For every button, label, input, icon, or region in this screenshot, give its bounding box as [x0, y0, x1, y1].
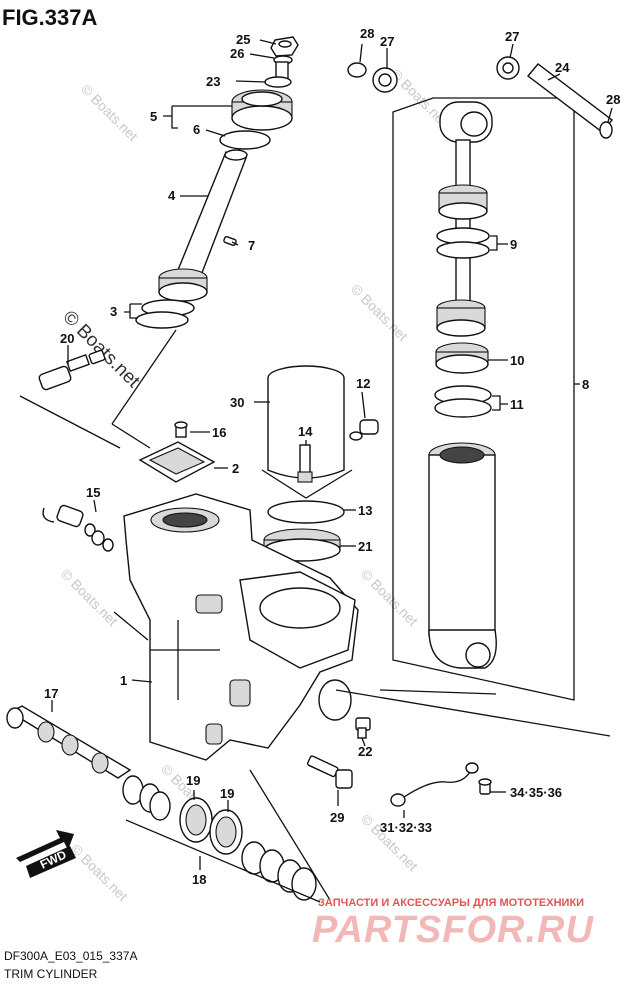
part-oring-6	[219, 130, 271, 150]
watermark: © Boats.net	[58, 566, 121, 629]
callout-20: 20	[60, 331, 74, 346]
watermark: © Boats.net	[348, 281, 411, 344]
part-bolt-14	[297, 444, 313, 483]
callout-29: 29	[330, 810, 344, 825]
watermark-main: © Boats.net	[58, 307, 144, 393]
callout-23: 23	[206, 74, 220, 89]
part-piston	[158, 268, 208, 302]
part-plate-2	[138, 441, 216, 483]
part-gland-5	[231, 89, 293, 131]
assembly-frame-8	[392, 97, 575, 701]
part-nut-25	[270, 36, 299, 57]
part-bushing-27a	[372, 67, 398, 93]
callout-18: 18	[192, 872, 206, 887]
part-valve-15	[42, 504, 114, 552]
part-screw-16	[174, 421, 188, 438]
callout-17: 17	[44, 686, 58, 701]
callout-24: 24	[555, 60, 570, 75]
part-seal-10	[435, 342, 489, 374]
callout-28a: 28	[360, 26, 374, 41]
part-screw-20	[38, 349, 106, 391]
brand-tagline: ЗАПЧАСТИ И АКСЕССУАРЫ ДЛЯ МОТОТЕХНИКИ	[318, 897, 584, 909]
callout-4: 4	[168, 188, 176, 203]
part-rod-4	[177, 149, 248, 279]
part-pin-24	[526, 63, 614, 133]
watermark: © Boats.net	[358, 566, 421, 629]
callout-13: 13	[358, 503, 372, 518]
callout-27b: 27	[505, 29, 519, 44]
part-cable-31-32-33	[390, 762, 479, 807]
part-clip-28b	[599, 121, 613, 139]
callout-26: 26	[230, 46, 244, 61]
callout-27a: 27	[380, 34, 394, 49]
callout-10: 10	[510, 353, 524, 368]
callout-6: 6	[193, 122, 200, 137]
part-reservoir-30	[261, 365, 353, 499]
leader-lines	[19, 39, 613, 903]
part-cylinder	[428, 442, 497, 669]
callout-5: 5	[150, 109, 157, 124]
part-shaft-17	[6, 705, 132, 779]
callout-14: 14	[298, 424, 313, 439]
callout-12: 12	[356, 376, 370, 391]
figure-code: DF300A_E03_015_337A	[4, 949, 137, 963]
callout-28b: 28	[606, 92, 620, 107]
part-lower-piston	[436, 299, 486, 337]
part-screw-34-35-36	[478, 778, 492, 795]
part-pin-7	[223, 235, 237, 247]
part-cap-23	[264, 61, 292, 88]
callout-19a: 19	[186, 773, 200, 788]
part-clip-28a	[347, 62, 367, 78]
part-bushing-27b	[496, 56, 520, 80]
callout-labels: 25 26 23 5 6 4 7 3 20 28 27 27 24 28 9 1…	[44, 26, 620, 887]
brand-watermark: ЗАПЧАСТИ И АКСЕССУАРЫ ДЛЯ МОТОТЕХНИКИ PA…	[312, 897, 594, 951]
callout-22: 22	[358, 744, 372, 759]
callout-16: 16	[212, 425, 226, 440]
callout-1: 1	[120, 673, 127, 688]
callout-25: 25	[236, 32, 250, 47]
part-plug-12	[349, 419, 379, 441]
watermark: © Boats.net	[68, 841, 131, 904]
callout-30: 30	[230, 395, 244, 410]
callout-9: 9	[510, 237, 517, 252]
part-housing-1	[123, 493, 359, 761]
part-oring-13	[267, 500, 345, 524]
part-oring-11b	[434, 398, 492, 418]
callout-2: 2	[232, 461, 239, 476]
callout-8: 8	[582, 377, 589, 392]
part-oring-9b	[436, 241, 490, 259]
figure-title: FIG.337A	[2, 5, 97, 30]
callout-21: 21	[358, 539, 372, 554]
callout-3: 3	[110, 304, 117, 319]
callout-11: 11	[510, 397, 524, 412]
callout-15: 15	[86, 485, 100, 500]
watermark: © Boats.net	[78, 81, 141, 144]
callout-34-35-36: 34·35·36	[510, 785, 562, 800]
callout-31-32-33: 31·32·33	[380, 820, 432, 835]
part-bolt-29	[306, 755, 353, 789]
brand-name: PARTSFOR.RU	[312, 909, 594, 951]
figure-caption: TRIM CYLINDER	[4, 967, 98, 981]
fwd-arrow-icon: FWD	[16, 830, 76, 878]
callout-7: 7	[248, 238, 255, 253]
part-upper-rod	[438, 101, 493, 321]
part-oring-3b	[135, 311, 189, 329]
part-bolt-22	[355, 717, 371, 739]
callout-19b: 19	[220, 786, 234, 801]
